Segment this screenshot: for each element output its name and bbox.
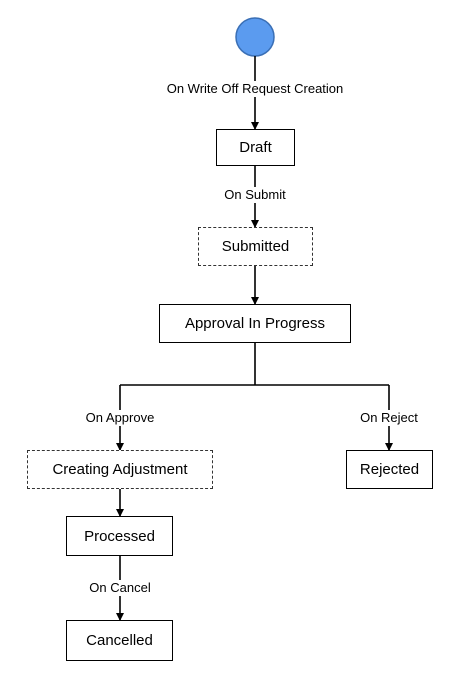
state-processed: Processed <box>66 516 173 556</box>
transition-write-off-request-creation: On Write Off Request Creation <box>164 81 346 97</box>
state-creating-adjustment: Creating Adjustment <box>27 450 213 489</box>
state-cancelled: Cancelled <box>66 620 173 661</box>
state-approval-in-progress: Approval In Progress <box>159 304 351 343</box>
transition-reject: On Reject <box>358 410 420 426</box>
start-node <box>235 17 275 57</box>
transition-submit: On Submit <box>222 187 288 203</box>
transition-cancel: On Cancel <box>87 580 153 596</box>
state-rejected: Rejected <box>346 450 433 489</box>
state-draft: Draft <box>216 129 295 166</box>
transition-approve: On Approve <box>83 410 157 426</box>
state-submitted: Submitted <box>198 227 313 266</box>
